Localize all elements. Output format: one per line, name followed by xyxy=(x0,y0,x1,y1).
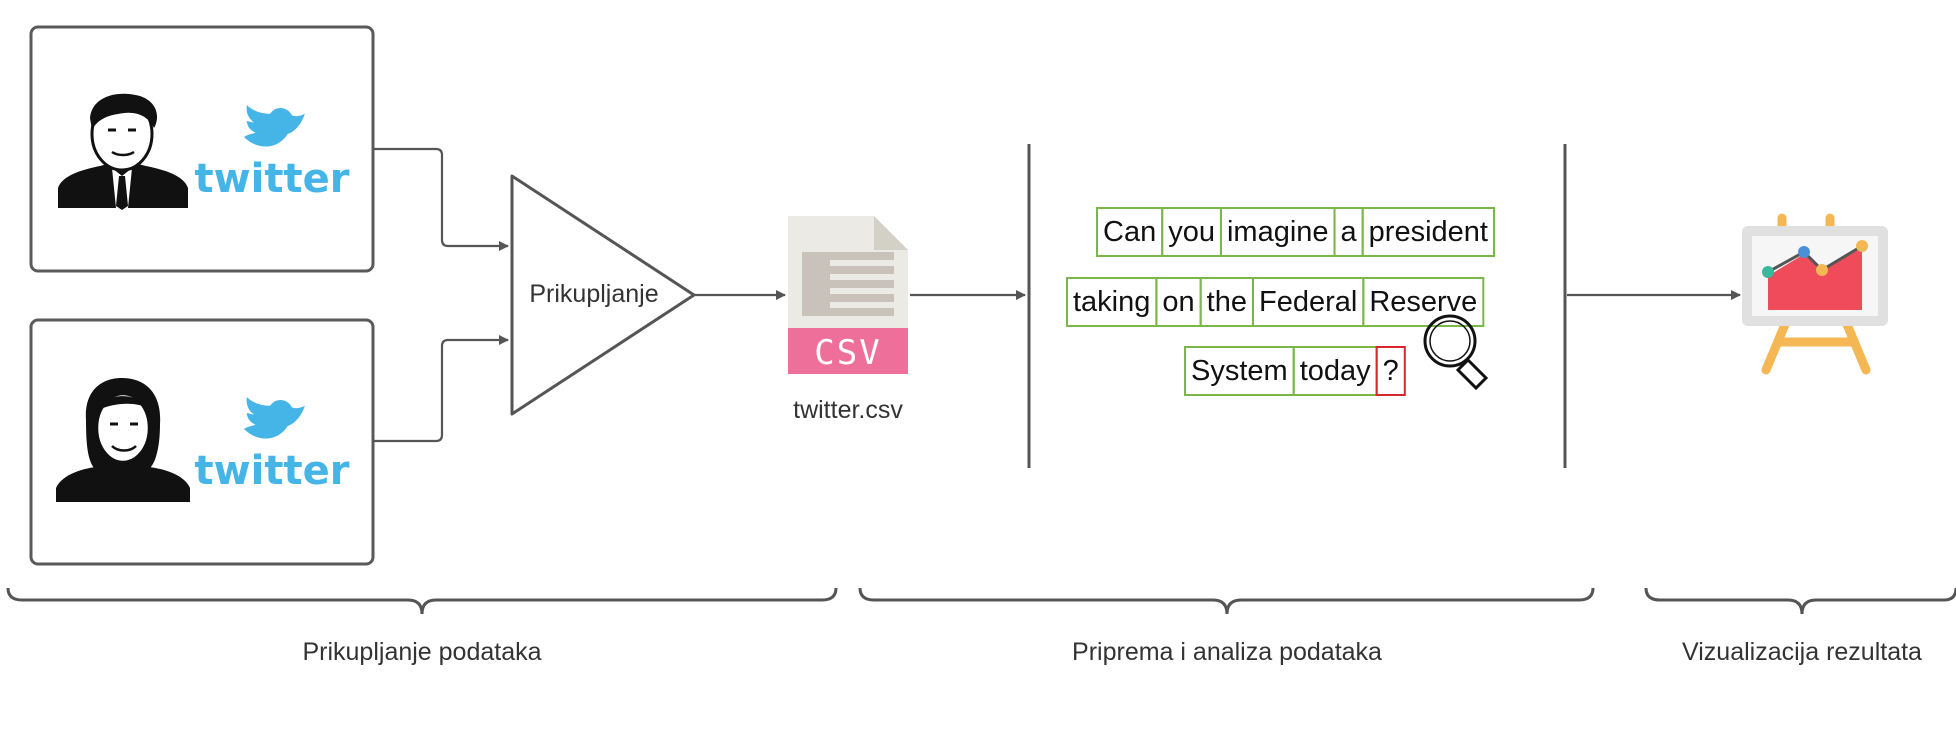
section-label-analysis: Priprema i analiza podataka xyxy=(1072,638,1382,666)
token-box-highlight xyxy=(1375,346,1406,396)
token-text: Can xyxy=(1103,216,1156,248)
twitter-logo-text: twitter xyxy=(195,448,350,494)
token-text: ? xyxy=(1383,355,1399,387)
twitter-logo-icon: twitter xyxy=(195,105,350,202)
section-label-visualization: Vizualizacija rezultata xyxy=(1682,638,1922,666)
source-box-trump: twitter xyxy=(29,25,375,273)
token-text: a xyxy=(1341,216,1358,248)
section-braces xyxy=(6,587,1956,615)
twitter-logo-text: twitter xyxy=(195,156,350,202)
collector-label: Prikupljanje xyxy=(529,280,658,308)
section-dividers xyxy=(1027,144,1567,468)
presentation-chart-icon xyxy=(1742,213,1888,375)
token-box xyxy=(1361,207,1495,257)
section-label-collection: Prikupljanje podataka xyxy=(302,638,541,666)
collector-node: Prikupljanje xyxy=(510,174,696,416)
token-text: the xyxy=(1207,286,1247,318)
token-text: president xyxy=(1369,216,1488,248)
token-text: today xyxy=(1300,355,1371,387)
token-text: System xyxy=(1191,355,1288,387)
token-text: on xyxy=(1162,286,1194,318)
token-text: Federal xyxy=(1259,286,1357,318)
source-box-clinton: twitter xyxy=(29,318,375,566)
magnifier-icon xyxy=(1423,314,1489,391)
trump-portrait-icon xyxy=(58,93,188,210)
clinton-portrait-icon xyxy=(56,378,190,502)
token-text: you xyxy=(1168,216,1215,248)
twitter-logo-icon: twitter xyxy=(195,397,350,494)
token-text: imagine xyxy=(1227,216,1329,248)
csv-file-name: twitter.csv xyxy=(793,396,903,424)
csv-file-icon: CSV xyxy=(788,216,908,374)
connector-lines xyxy=(373,147,1741,443)
token-text: Reserve xyxy=(1369,286,1477,318)
csv-badge-text: CSV xyxy=(814,333,881,373)
token-box xyxy=(1362,277,1485,327)
token-text: taking xyxy=(1073,286,1150,318)
